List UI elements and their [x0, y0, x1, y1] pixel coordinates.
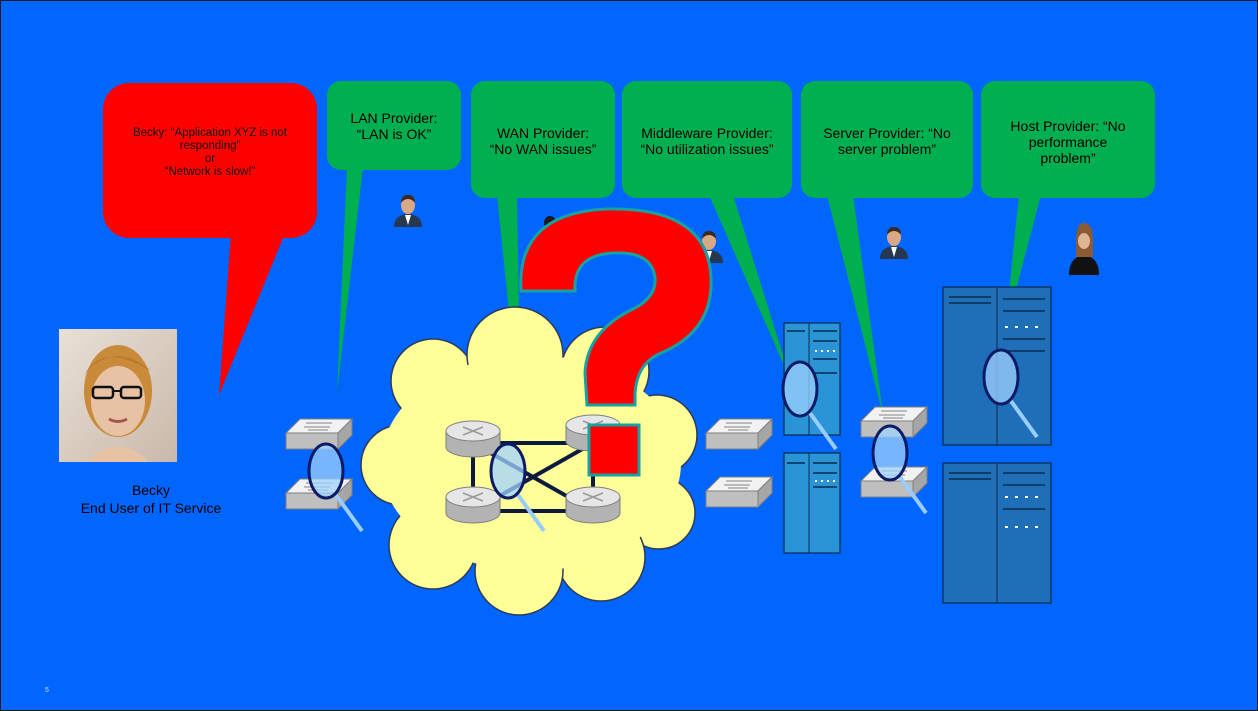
- host-bubble-text: Host Provider: “No performance problem”: [984, 84, 1152, 197]
- becky-bubble-tail: [219, 233, 285, 395]
- page-number: 5: [45, 687, 49, 694]
- host-provider-person-icon: [1069, 223, 1099, 275]
- host-server-icon-bottom: [943, 463, 1051, 603]
- router-icon-bottom-right: [566, 487, 620, 523]
- switch-icon-middle-top: [706, 419, 772, 449]
- server-provider-person-icon: [880, 227, 908, 259]
- server-provider-quote: Server Provider: “No server problem”: [823, 125, 951, 157]
- becky-user-photo: [59, 329, 177, 462]
- becky-bubble-text: Becky: “Application XYZ is not respondin…: [107, 113, 313, 233]
- lan-bubble-tail: [337, 167, 363, 393]
- router-icon-top-left: [446, 421, 500, 457]
- becky-quote: Becky: “Application XYZ is not respondin…: [113, 127, 307, 179]
- host-provider-quote: Host Provider: “No performance problem”: [1010, 118, 1125, 166]
- middleware-server-icon-bottom: [784, 453, 840, 553]
- question-mark-dot: [589, 425, 639, 475]
- wan-bubble-text: WAN Provider: “No WAN issues”: [473, 84, 613, 197]
- lan-provider-quote: LAN Provider: “LAN is OK”: [350, 110, 437, 142]
- wan-provider-quote: WAN Provider: “No WAN issues”: [490, 125, 597, 157]
- lan-bubble-text: LAN Provider: “LAN is OK”: [329, 84, 459, 170]
- server-bubble-text: Server Provider: “No server problem”: [804, 84, 970, 197]
- switch-icon-middle-bottom: [706, 477, 772, 507]
- router-icon-bottom-left: [446, 487, 500, 523]
- middleware-provider-quote: Middleware Provider: “No utilization iss…: [640, 125, 773, 157]
- middleware-bubble-tail: [709, 195, 791, 381]
- lan-provider-person-icon: [394, 195, 422, 227]
- middleware-bubble-text: Middleware Provider: “No utilization iss…: [625, 84, 789, 197]
- user-name: Becky: [132, 482, 170, 498]
- user-role: End User of IT Service: [81, 500, 222, 516]
- lan-magnifier-icon: [309, 444, 362, 531]
- user-caption: Becky End User of IT Service: [51, 481, 251, 517]
